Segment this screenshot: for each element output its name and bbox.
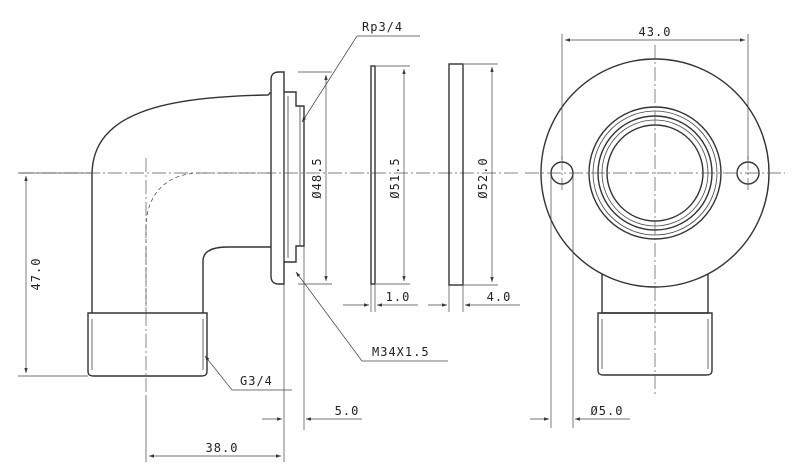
callouts: Rp3/4 M34X1.5 G3/4 xyxy=(204,20,448,391)
elbow-inner-contour xyxy=(202,246,271,313)
thick-gasket xyxy=(448,63,464,286)
elbow-socket xyxy=(284,91,305,263)
g34-callout-label: G3/4 xyxy=(240,374,273,388)
g34-callout-leader xyxy=(204,355,233,391)
elbow-hidden-bore xyxy=(145,172,271,313)
dim-47-label: 47.0 xyxy=(29,258,43,291)
rp-callout-label: Rp3/4 xyxy=(362,20,403,34)
dim-51-label: Ø51.5 xyxy=(388,157,402,198)
rp-callout-leader xyxy=(301,35,358,123)
elbow-front-view xyxy=(525,45,785,395)
dim-1-label: 1.0 xyxy=(386,290,411,304)
front-view-thread xyxy=(597,312,713,376)
elbow-outer-contour xyxy=(91,91,272,313)
thin-gasket xyxy=(370,65,376,285)
dim-52-label: Ø52.0 xyxy=(476,157,490,198)
gaskets xyxy=(370,63,464,286)
dim-38-label: 38.0 xyxy=(206,441,239,455)
m34-callout-leader xyxy=(295,271,363,362)
elbow-side-view xyxy=(20,71,520,395)
elbow-flange xyxy=(270,71,285,285)
dim-43-label: 43.0 xyxy=(639,25,672,39)
elbow-threaded-tail xyxy=(87,312,208,377)
dim-4-label: 4.0 xyxy=(487,290,512,304)
dim-48-label: Ø48.5 xyxy=(310,157,324,198)
dim-5-label: 5.0 xyxy=(335,404,360,418)
m34-callout-label: M34X1.5 xyxy=(372,345,430,359)
dim-hole-label: Ø5.0 xyxy=(591,404,624,418)
dimensions: 47.0 38.0 5.0 Ø48.5 Ø51.5 Ø52.0 1.0 xyxy=(18,25,749,462)
